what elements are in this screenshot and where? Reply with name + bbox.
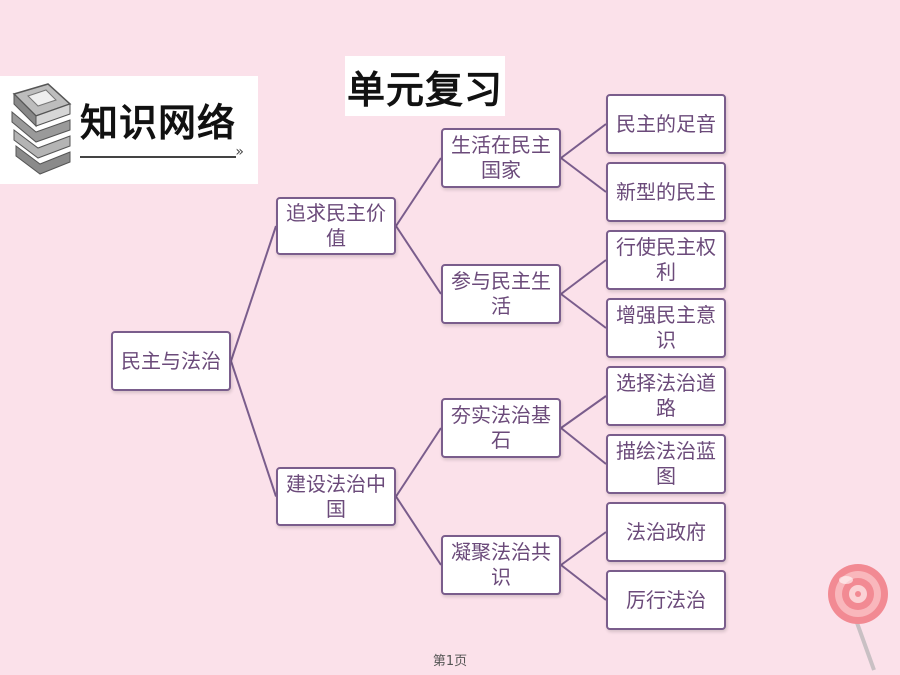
connector-line-14 — [560, 564, 607, 601]
connector-line-12 — [560, 427, 607, 465]
connector-line-9 — [560, 259, 607, 295]
connector-line-10 — [560, 293, 607, 329]
tree-leaf-2-2-1: 法治政府 — [606, 502, 726, 562]
tree-leaf-1-2-1: 行使民主权利 — [606, 230, 726, 290]
tree-node-branch-1: 追求民主价值 — [276, 197, 396, 255]
tree-leaf-2-1-1: 选择法治道路 — [606, 366, 726, 426]
tree-node-branch-2-2: 凝聚法治共识 — [441, 535, 561, 595]
connector-line-13 — [560, 531, 607, 566]
connector-line-7 — [560, 123, 607, 159]
connector-line-5 — [395, 427, 442, 498]
banner-label: 知识网络 — [80, 101, 237, 145]
books-icon — [11, 83, 72, 175]
tree-leaf-2-1-2: 描绘法治蓝图 — [606, 434, 726, 494]
connector-line-4 — [395, 225, 442, 295]
page-number: 第1页 — [432, 654, 468, 669]
page-title: 单元复习 — [345, 56, 505, 116]
tree-node-branch-2-1: 夯实法治基石 — [441, 398, 561, 458]
connector-line-2 — [230, 360, 277, 497]
connector-line-1 — [230, 225, 277, 362]
connector-line-8 — [560, 157, 607, 193]
double-chevron-icon: » — [235, 144, 244, 160]
banner-underline — [80, 156, 236, 158]
lollipop-icon — [828, 564, 888, 671]
connector-line-11 — [560, 395, 607, 429]
tree-leaf-1-1-2: 新型的民主 — [606, 162, 726, 222]
tree-node-branch-1-2: 参与民主生活 — [441, 264, 561, 324]
tree-leaf-1-1-1: 民主的足音 — [606, 94, 726, 154]
tree-leaf-2-2-2: 厉行法治 — [606, 570, 726, 630]
knowledge-network-banner: 知识网络 » — [0, 76, 258, 184]
tree-node-branch-2: 建设法治中国 — [276, 467, 396, 526]
tree-node-root: 民主与法治 — [111, 331, 231, 391]
tree-leaf-1-2-2: 增强民主意识 — [606, 298, 726, 358]
connector-line-6 — [395, 495, 442, 566]
connector-line-3 — [395, 157, 442, 227]
tree-node-branch-1-1: 生活在民主国家 — [441, 128, 561, 188]
